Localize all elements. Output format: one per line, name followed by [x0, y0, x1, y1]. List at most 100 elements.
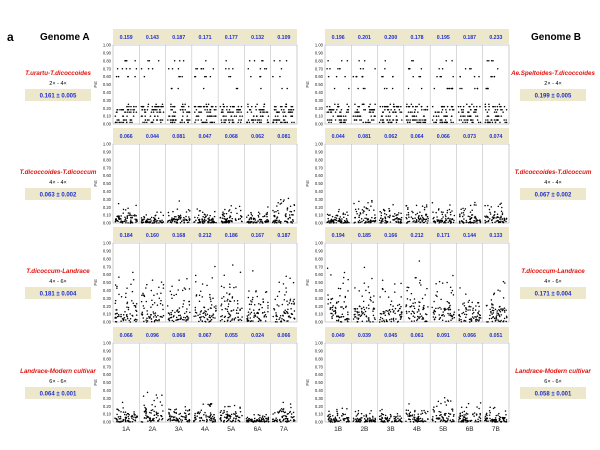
fst-point — [329, 413, 331, 416]
y-tick-label: 0.70 — [103, 364, 112, 369]
fst-point — [358, 219, 361, 222]
fst-point — [414, 109, 416, 111]
fst-point — [159, 302, 162, 305]
fst-point — [440, 111, 443, 113]
fst-point — [196, 67, 199, 70]
fst-point — [451, 218, 453, 221]
fst-point — [127, 109, 129, 111]
fst-point — [117, 202, 120, 205]
fst-point — [438, 318, 441, 320]
fst-point — [253, 417, 256, 420]
chromosome-label: 3A — [175, 426, 184, 433]
fst-point — [227, 298, 229, 301]
fst-point — [275, 217, 278, 220]
fst-point — [398, 314, 401, 316]
fst-point — [411, 310, 414, 312]
fst-value: 0.058 ± 0.001 — [535, 392, 572, 398]
fst-point — [213, 416, 216, 419]
fst-point — [144, 409, 147, 412]
plot-frame — [112, 44, 298, 125]
fst-point — [126, 419, 129, 422]
fst-point — [227, 303, 230, 305]
fst-point — [326, 119, 329, 121]
y-tick-label: 0.90 — [315, 349, 324, 354]
fst-point — [459, 215, 461, 218]
fst-point — [341, 306, 343, 308]
fst-point — [356, 312, 359, 314]
fst-point — [498, 320, 500, 322]
fst-point — [426, 222, 429, 224]
fst-point — [232, 111, 234, 113]
chromosome-label: 7A — [280, 426, 289, 433]
fst-point — [460, 119, 463, 121]
chromosome-mean-label: 0.196 — [332, 35, 345, 41]
panel-letter: a — [7, 30, 14, 44]
fst-point — [503, 307, 506, 309]
fst-point — [254, 420, 257, 423]
fst-point — [479, 221, 482, 224]
chromosome-mean-label: 0.212 — [411, 233, 424, 239]
chromosome-mean-label: 0.187 — [463, 35, 476, 41]
fst-point — [237, 316, 239, 318]
chromosome-mean-label: 0.185 — [358, 233, 371, 239]
fst-value-box — [520, 287, 586, 299]
fst-point — [438, 410, 440, 413]
fst-point — [179, 109, 182, 111]
fst-point — [356, 75, 358, 78]
fst-point — [492, 60, 494, 62]
fst-point — [405, 304, 408, 306]
fst-point — [153, 312, 155, 315]
fst-point — [175, 417, 178, 419]
fst-point — [380, 214, 383, 217]
fst-point — [419, 301, 421, 304]
fst-point — [443, 115, 445, 117]
fst-point — [505, 315, 508, 317]
fst-point — [288, 214, 291, 216]
fst-point — [250, 320, 253, 322]
fst-point — [209, 298, 212, 300]
fst-point — [368, 417, 371, 419]
fst-point — [121, 67, 124, 70]
fst-point — [488, 105, 490, 108]
fst-point — [446, 209, 449, 212]
fst-point — [127, 415, 130, 418]
fst-point — [458, 416, 460, 418]
fst-point — [449, 218, 451, 220]
y-tick-label: 0.30 — [315, 296, 324, 301]
fst-point — [186, 111, 188, 113]
fst-point — [228, 210, 230, 212]
fst-point — [257, 214, 259, 217]
fst-point — [149, 316, 152, 318]
fst-value: 0.181 ± 0.004 — [40, 292, 77, 298]
fst-point — [146, 313, 149, 315]
fst-point — [381, 420, 384, 422]
fst-point — [329, 221, 331, 223]
fst-point — [237, 312, 240, 315]
fst-point — [229, 300, 232, 303]
fst-point — [160, 299, 162, 302]
comparison-name: T.dicoccum-Landrace — [26, 268, 90, 275]
fst-point — [419, 217, 422, 219]
fst-point — [340, 306, 342, 308]
fst-point — [249, 317, 252, 319]
fst-point — [132, 109, 134, 111]
y-tick-label: 0.40 — [315, 388, 324, 393]
chromosome-label: 3B — [387, 426, 395, 433]
fst-point — [392, 203, 394, 206]
ploidy-label: 2× - 4× — [544, 81, 561, 87]
fst-point — [127, 103, 130, 105]
fst-point — [279, 203, 281, 205]
fst-point — [142, 305, 145, 307]
fst-point — [222, 115, 224, 117]
fst-point — [209, 75, 212, 78]
fst-point — [333, 310, 335, 312]
fst-point — [502, 221, 505, 224]
fst-point — [135, 105, 137, 108]
fst-point — [186, 421, 189, 423]
fst-point — [122, 318, 125, 321]
fst-point — [152, 111, 155, 113]
fst-point — [486, 111, 489, 113]
fst-point — [358, 111, 360, 113]
fst-point — [188, 218, 191, 220]
